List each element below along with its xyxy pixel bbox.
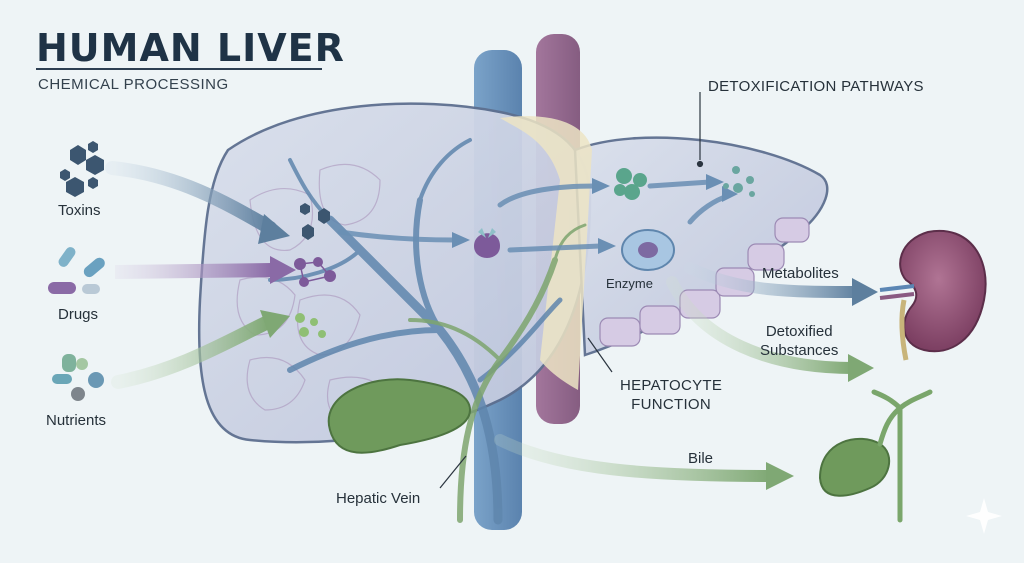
callout-lines bbox=[439, 92, 704, 489]
enzyme-reaction-icon bbox=[474, 228, 500, 258]
sparkle-icon bbox=[966, 498, 1002, 534]
metabolites-label: Metabolites bbox=[762, 265, 839, 282]
enzyme-cell-icon bbox=[621, 229, 675, 271]
internal-flow-arrows bbox=[337, 179, 731, 253]
bile-duct-tree bbox=[408, 223, 587, 523]
capsule-icon bbox=[48, 247, 105, 294]
bile-arrow bbox=[494, 434, 776, 482]
toxins-arrow bbox=[105, 161, 277, 235]
page-title: HUMAN LIVER bbox=[36, 26, 345, 70]
hexagon-cluster-icon bbox=[60, 141, 104, 197]
enzyme-label: Enzyme bbox=[606, 276, 653, 291]
detoxified-label-line2: Substances bbox=[760, 342, 839, 359]
nutrient-molecules bbox=[295, 313, 326, 338]
kidney-icon bbox=[879, 229, 987, 361]
hepatocyte-label-line2: FUNCTION bbox=[631, 396, 712, 413]
metabolites-arrow bbox=[684, 262, 864, 298]
detoxified-arrow bbox=[666, 276, 858, 374]
toxin-molecules bbox=[300, 203, 330, 240]
liver-left-lobe bbox=[197, 102, 592, 444]
detox-pathways-label: DETOXIFICATION PATHWAYS bbox=[708, 78, 924, 95]
internal-arrowheads bbox=[452, 174, 738, 254]
hepatocyte-label-line1: HEPATOCYTE bbox=[620, 377, 723, 394]
drugs-arrow bbox=[114, 263, 273, 279]
molecule-icon bbox=[52, 354, 104, 401]
nutrients-arrow bbox=[111, 315, 275, 389]
page-subtitle: CHEMICAL PROCESSING bbox=[38, 76, 229, 93]
toxins-label: Toxins bbox=[58, 202, 101, 219]
title-underline bbox=[36, 68, 322, 70]
hepatocyte-function-label: HEPATOCYTE FUNCTION bbox=[620, 376, 722, 414]
drugs-label: Drugs bbox=[58, 306, 99, 323]
bile-label: Bile bbox=[688, 450, 714, 467]
detoxified-label-line1: Detoxified bbox=[765, 323, 833, 340]
nutrients-label: Nutrients bbox=[46, 412, 107, 429]
gallbladder bbox=[327, 378, 472, 454]
gallbladder-icon bbox=[818, 389, 933, 523]
drug-molecules bbox=[294, 257, 336, 287]
detox-molecule-icon bbox=[614, 168, 647, 200]
detoxified-substances-label: Detoxified Substances bbox=[760, 322, 838, 360]
product-cluster-icon bbox=[723, 166, 755, 197]
hepatic-vein-label: Hepatic Vein bbox=[336, 490, 421, 507]
